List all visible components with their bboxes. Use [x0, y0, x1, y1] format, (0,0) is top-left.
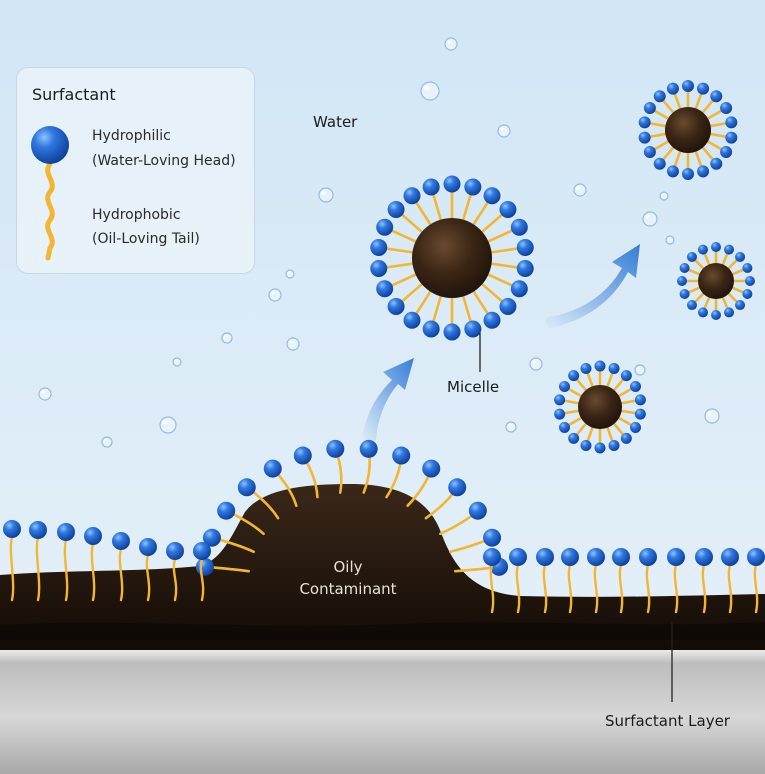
oil-layer	[0, 622, 765, 640]
legend-hydrophobic-label: Hydrophobic	[92, 207, 181, 223]
micelle-label: Micelle	[447, 378, 500, 396]
metal-surface	[0, 648, 765, 774]
water-bubble-icon	[101, 436, 113, 448]
surfactant-layer-label: Surfactant Layer	[605, 712, 730, 730]
water-bubble-icon	[159, 416, 177, 434]
water-bubble-icon	[634, 364, 646, 376]
water-bubble-icon	[497, 124, 511, 138]
water-bubble-icon	[642, 211, 658, 227]
flow-arrow-icon	[362, 358, 414, 440]
water-bubble-icon	[529, 357, 543, 371]
water-bubble-icon	[659, 191, 669, 201]
water-bubble-icon	[665, 235, 675, 245]
legend-hydrophilic-description: (Water-Loving Head)	[92, 153, 236, 169]
micelle	[554, 360, 646, 454]
legend-hydrophobic-description: (Oil-Loving Tail)	[92, 231, 200, 247]
water-bubble-icon	[444, 37, 458, 51]
legend-hydrophilic-label: Hydrophilic	[92, 128, 171, 144]
water-bubble-icon	[268, 288, 282, 302]
water-bubble-icon	[286, 337, 300, 351]
water-bubble-icon	[38, 387, 52, 401]
micelle	[370, 175, 534, 341]
micelle	[677, 242, 755, 320]
surfactant-layer-left	[3, 520, 211, 602]
flow-arrow-icon	[545, 244, 640, 328]
surfactant-molecule-icon	[31, 126, 69, 261]
water-bubble-icon	[573, 183, 587, 197]
water-bubble-icon	[704, 408, 720, 424]
oily-contaminant-label: Oily Contaminant	[299, 558, 397, 598]
legend-box: Surfactant Hydrophilic (Water-Loving Hea…	[16, 67, 255, 274]
legend-title: Surfactant	[32, 85, 116, 104]
surfactant-layer-right	[483, 548, 765, 614]
water-bubble-icon	[420, 81, 440, 101]
water-label: Water	[313, 113, 358, 131]
water-bubble-icon	[318, 187, 334, 203]
water-bubble-icon	[172, 357, 182, 367]
surfactant-molecules	[3, 80, 765, 614]
water-bubble-icon	[285, 269, 295, 279]
micelle	[638, 80, 738, 180]
surfactant-molecule-row	[195, 439, 509, 576]
water-bubble-icon	[221, 332, 233, 344]
water-bubble-icon	[505, 421, 517, 433]
oil-layer	[0, 484, 765, 650]
water-bubbles	[38, 37, 720, 448]
